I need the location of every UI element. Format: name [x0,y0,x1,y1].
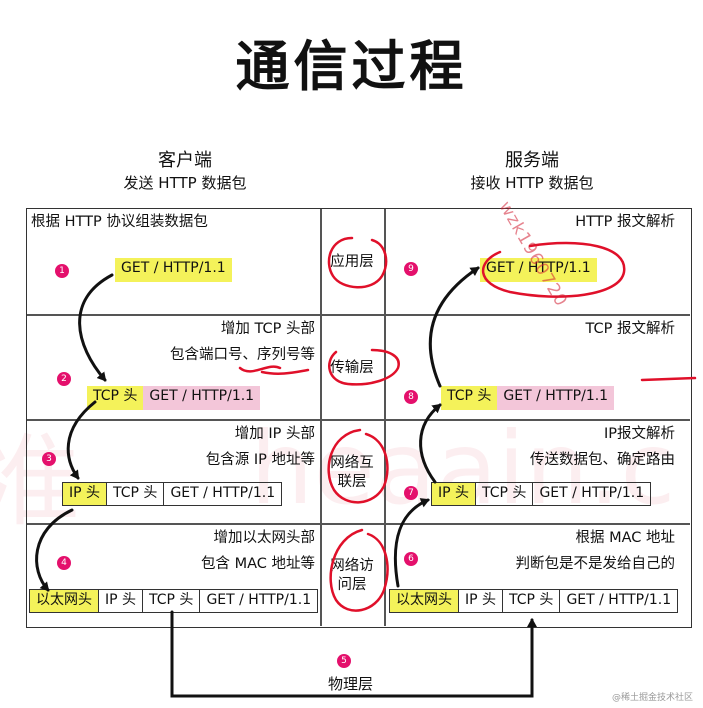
protocol-diagram: 应用层 传输层 网络互 联层 网络访 问层 根据 HTTP 协议组装数据包 增加… [26,208,692,628]
annotation-dash-right [640,376,697,382]
arrow-step-5-wire [170,610,537,698]
annotation-underline-port [238,365,282,373]
divider [27,314,690,316]
layer-physical: 物理层 [328,675,374,693]
arrow-step-8 [428,266,480,388]
client-link-step-1: 增加以太网头部 [213,530,316,546]
server-network-step-1: IP报文解析 [603,426,675,442]
annotation-underline-sequence [260,368,310,375]
packet-http: GET / HTTP/1.1 [532,483,650,505]
client-transport-packet: TCP 头 GET / HTTP/1.1 [87,386,261,410]
watermark-left: 准 [0,423,80,540]
packet-ip-header: IP 头 [63,483,107,505]
client-transport-step-2: 包含端口号、序列号等 [170,347,315,363]
step-badge-3: 3 [42,452,56,466]
client-title: 客户端 [158,150,212,171]
step-badge-6: 6 [404,552,418,566]
server-transport-packet: TCP 头 GET / HTTP/1.1 [441,386,615,410]
annotation-circle-transport [328,348,400,386]
server-link-step-2: 判断包是不是发给自己的 [515,556,676,572]
layer-network: 网络互 联层 [321,454,383,492]
step-badge-5: 5 [337,654,351,668]
client-network-step-1: 增加 IP 头部 [234,426,315,442]
packet-tcp-header: TCP 头 [502,590,559,612]
footer-credit: @稀土掘金技术社区 [612,693,694,703]
packet-http: GET / HTTP/1.1 [163,483,281,505]
server-title: 服务端 [505,150,559,171]
client-link-packet: 以太网头 IP 头 TCP 头 GET / HTTP/1.1 [29,589,319,613]
client-link-step-2: 包含 MAC 地址等 [200,556,315,572]
packet-ip-header: IP 头 [432,483,476,505]
arrow-step-7 [419,403,442,484]
divider [320,209,322,626]
client-app-packet: GET / HTTP/1.1 [115,258,232,282]
server-network-packet: IP 头 TCP 头 GET / HTTP/1.1 [431,482,652,506]
layer-link-line2: 问层 [337,577,367,593]
client-app-step: 根据 HTTP 协议组装数据包 [31,214,208,230]
packet-ethernet-header: 以太网头 [390,590,458,612]
client-subtitle: 发送 HTTP 数据包 [123,174,247,192]
packet-http: GET / HTTP/1.1 [480,258,597,282]
packet-tcp-header: TCP 头 [87,386,144,410]
arrow-step-6 [393,498,430,588]
server-transport-step: TCP 报文解析 [585,321,676,337]
packet-http: GET / HTTP/1.1 [143,386,261,410]
step-badge-7: 7 [404,486,418,500]
arrow-step-3 [35,508,74,592]
step-badge-8: 8 [404,390,418,404]
client-transport-step-1: 增加 TCP 头部 [220,321,315,337]
packet-tcp-header: TCP 头 [142,590,199,612]
packet-ethernet-header: 以太网头 [30,590,98,612]
layer-application: 应用层 [330,254,374,270]
annotation-circle-application [327,236,388,289]
client-network-step-2: 包含源 IP 地址等 [205,452,315,468]
server-app-step: HTTP 报文解析 [575,214,675,230]
server-header: 服务端 接收 HTTP 数据包 [437,150,627,194]
server-network-step-2: 传送数据包、确定路由 [530,452,675,468]
packet-http: GET / HTTP/1.1 [559,590,677,612]
divider [384,209,386,626]
divider [27,523,690,525]
arrow-step-1 [78,273,114,382]
layer-network-line1: 网络互 [330,455,374,471]
packet-http: GET / HTTP/1.1 [497,386,615,410]
server-link-packet: 以太网头 IP 头 TCP 头 GET / HTTP/1.1 [389,589,679,613]
packet-ip-header: IP 头 [458,590,502,612]
packet-http: GET / HTTP/1.1 [115,258,232,282]
layer-link: 网络访 问层 [321,557,383,595]
layer-network-line2: 联层 [337,474,367,490]
client-header: 客户端 发送 HTTP 数据包 [90,150,280,194]
layer-transport: 传输层 [330,360,374,376]
step-badge-9: 9 [404,262,418,276]
annotation-circle-network [327,428,389,504]
step-badge-1: 1 [55,264,69,278]
page-title: 通信过程 [235,35,468,98]
step-badge-4: 4 [57,556,71,570]
step-badge-2: 2 [57,372,71,386]
server-app-packet: GET / HTTP/1.1 [480,258,597,282]
divider [27,419,690,421]
server-link-step-1: 根据 MAC 地址 [575,530,675,546]
arrow-step-2 [66,400,97,480]
packet-tcp-header: TCP 头 [475,483,532,505]
annotation-circle-server-http [482,241,626,298]
packet-tcp-header: TCP 头 [441,386,498,410]
annotation-circle-link [329,528,389,612]
packet-ip-header: IP 头 [98,590,142,612]
layer-link-line1: 网络访 [330,558,374,574]
server-subtitle: 接收 HTTP 数据包 [470,174,594,192]
client-network-packet: IP 头 TCP 头 GET / HTTP/1.1 [62,482,283,506]
packet-http: GET / HTTP/1.1 [199,590,317,612]
packet-tcp-header: TCP 头 [106,483,163,505]
